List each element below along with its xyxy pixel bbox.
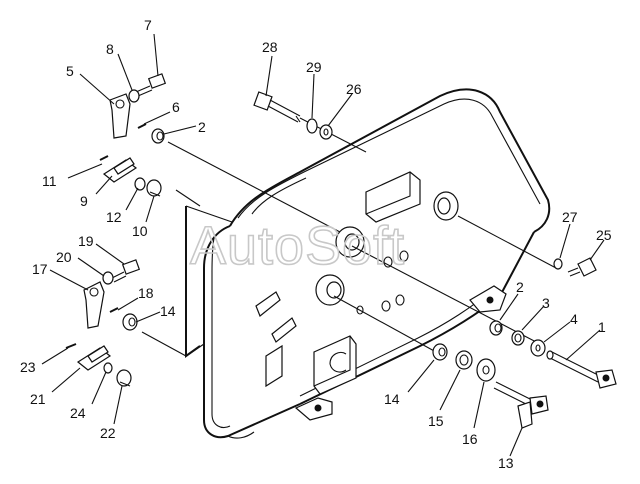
bolt-7 [135,73,167,97]
washer-29 [306,118,318,134]
callout-20: 20 [56,249,72,265]
callout-13: 13 [498,455,514,471]
washer-24 [103,362,113,374]
pin-18 [109,307,119,313]
bracket-17 [83,281,105,329]
plate-9 [102,157,138,183]
pin-23 [65,343,77,349]
upper-left-parts [99,73,167,197]
callout-18: 18 [138,285,154,301]
callout-2-upper: 2 [198,119,206,135]
callout-16: 16 [462,431,478,447]
right-parts [432,257,617,429]
washer-16 [476,358,496,382]
pin-11 [99,155,109,161]
callout-10: 10 [132,223,148,239]
washer-26 [319,124,333,140]
bushing-2-upper [151,128,165,144]
shaft-1 [546,350,617,389]
leader-lines [41,33,605,457]
callout-12: 12 [106,209,122,225]
callout-22: 22 [100,425,116,441]
tank-features [255,171,507,421]
callout-3: 3 [542,295,550,311]
plate-21 [76,345,112,371]
callout-5: 5 [66,63,74,79]
bolt-28 [253,91,301,123]
washer-3 [511,330,525,346]
callout-27: 27 [562,209,578,225]
washer-15 [455,350,473,370]
bracket-5 [109,93,131,139]
shaft-13 [493,381,549,429]
washer-12 [134,177,146,191]
callout-9: 9 [80,193,88,209]
callout-29: 29 [306,59,322,75]
lower-left-parts [65,259,141,387]
callout-4: 4 [570,311,578,327]
callout-11: 11 [42,173,57,189]
top-bolt-parts [253,91,333,140]
bolt-10 [146,179,162,197]
callout-26: 26 [346,81,362,97]
washer-8 [128,89,140,103]
washer-20 [102,271,114,285]
callout-28: 28 [262,39,278,55]
bushing-14-left [122,313,138,331]
nut-27 [553,258,563,270]
bolt-19 [111,259,141,283]
callout-15: 15 [428,413,444,429]
bolt-25 [567,257,597,277]
bushing-2-right [489,320,503,336]
callout-19: 19 [78,233,94,249]
watermark-text: AutoSoft [190,216,405,276]
callout-8: 8 [106,41,114,57]
callout-21: 21 [30,391,46,407]
callout-24: 24 [70,405,86,421]
tank-housing [185,88,551,439]
callout-labels: 1 2 2 3 4 5 6 7 8 9 10 11 12 13 14 14 15… [20,17,612,471]
callout-23: 23 [20,359,36,375]
callout-7: 7 [144,17,152,33]
callout-14-left: 14 [160,303,176,319]
bolt-22 [116,369,132,387]
callout-14-right: 14 [384,391,400,407]
callout-1: 1 [598,319,606,335]
pin-6 [137,123,147,129]
bushing-14-right [432,343,448,361]
callout-2-right: 2 [516,279,524,295]
washer-4 [530,339,546,357]
callout-17: 17 [32,261,48,277]
callout-6: 6 [172,99,180,115]
callout-25: 25 [596,227,612,243]
